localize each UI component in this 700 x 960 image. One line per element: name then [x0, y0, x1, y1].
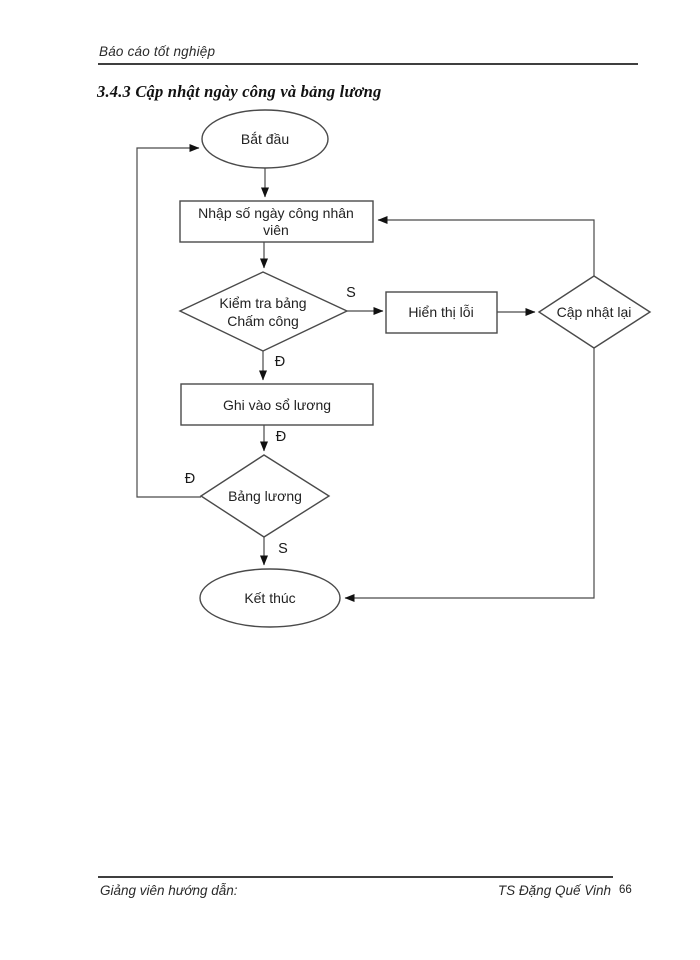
end-node — [199, 568, 341, 628]
branch-label-write-down: Đ — [276, 429, 286, 445]
footer-advisor-name: TS Đặng Quế Vinh — [497, 883, 611, 898]
edge-update-to-end — [344, 348, 595, 602]
start-node — [201, 109, 329, 169]
branch-label-payroll-yes: S — [278, 541, 288, 557]
edge-update-to-input — [377, 216, 595, 276]
input-days-label-line2: viên — [263, 222, 289, 238]
check-timesheet-label-line1: Kiểm tra bảng — [219, 295, 306, 311]
page-number: 66 — [619, 884, 632, 896]
update-again-label: Cập nhật lại — [557, 304, 632, 320]
show-error-node — [385, 291, 498, 334]
branch-label-check-no: Đ — [275, 354, 285, 370]
start-node-label: Bắt đầu — [241, 131, 289, 147]
section-title: 3.4.3 Cập nhật ngày công và bảng lương — [97, 82, 382, 101]
write-payroll-book-node — [180, 383, 374, 426]
check-timesheet-node — [178, 271, 349, 352]
footer-advisor-label: Giảng viên hướng dẫn: — [100, 883, 238, 898]
edge-payroll-to-start — [136, 144, 201, 498]
footer-rule — [98, 876, 613, 878]
branch-label-payroll-no: Đ — [185, 471, 195, 487]
show-error-label: Hiển thị lỗi — [408, 304, 473, 320]
input-days-node — [179, 200, 374, 243]
update-again-node — [537, 275, 652, 349]
end-node-label: Kết thúc — [244, 590, 295, 606]
page-header-text: Báo cáo tốt nghiệp — [99, 44, 216, 59]
branch-label-check-yes: S — [346, 285, 356, 301]
check-timesheet-label-line2: Chấm công — [227, 313, 299, 329]
write-payroll-book-label: Ghi vào sổ lương — [223, 397, 331, 413]
header-rule — [98, 63, 638, 65]
payroll-decision-label: Bảng lương — [228, 488, 302, 504]
payroll-decision-node — [199, 454, 331, 538]
flowchart-diagram: Bắt đầu Nhập số ngày công nhân viên Kiểm… — [136, 109, 652, 628]
input-days-label-line1: Nhập số ngày công nhân — [198, 205, 354, 221]
